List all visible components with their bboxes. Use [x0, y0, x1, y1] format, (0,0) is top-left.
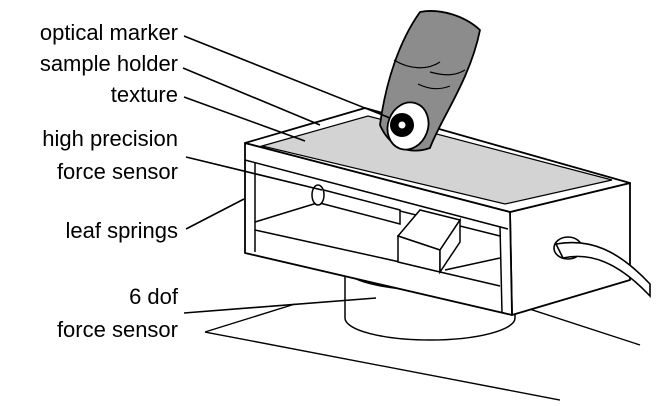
high-precision-force-sensor — [311, 184, 401, 225]
optical-marker — [390, 113, 414, 137]
leader-leaf-springs — [185, 198, 245, 230]
label-six-dof: 6 dof — [129, 284, 178, 309]
label-texture: texture — [110, 82, 178, 107]
leader-lines — [182, 35, 391, 314]
cable — [553, 236, 651, 299]
label-force-sensor-2: force sensor — [56, 317, 178, 342]
leader-high-precision — [185, 156, 323, 191]
leader-sample-holder — [182, 67, 321, 126]
label-high-precision: high precision — [42, 126, 178, 151]
label-optical-marker: optical marker — [39, 20, 178, 45]
label-sample-holder: sample holder — [39, 51, 178, 76]
leader-texture — [183, 96, 306, 142]
label-leaf-springs: leaf springs — [65, 218, 178, 243]
label-force-sensor-1: force sensor — [56, 159, 178, 184]
inner-block — [396, 209, 462, 275]
leader-optical-marker — [183, 35, 391, 119]
texture-surface — [259, 115, 613, 205]
leader-six-dof — [183, 297, 377, 314]
